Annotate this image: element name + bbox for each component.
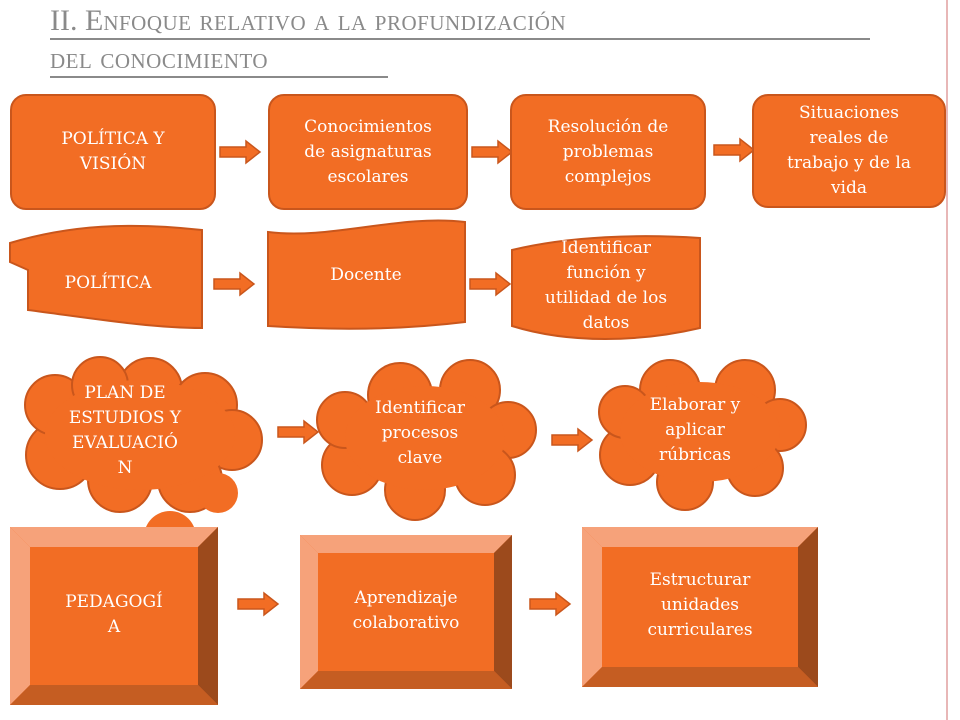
doc-shape-identificar bbox=[511, 235, 701, 340]
title-line-1: II. Enfoque relativo a la profundización bbox=[50, 2, 930, 40]
label-identificar-clip: Identificar función y utilidad de los da… bbox=[512, 240, 700, 338]
cloud-plan-estudios bbox=[24, 356, 263, 513]
label-estructurar: Estructurar unidades curriculares bbox=[647, 569, 753, 640]
label-pedagogia: PEDAGOGÍ A bbox=[65, 592, 163, 637]
bevel-estructurar bbox=[582, 527, 818, 687]
label-politica: POLÍTICA bbox=[64, 272, 152, 293]
bevel-pedagogia bbox=[10, 527, 218, 705]
arrow-row1-1 bbox=[219, 140, 261, 164]
label-elaborar-rubricas: Elaborar y aplicar rúbricas bbox=[649, 394, 741, 465]
cloud-identificar-procesos bbox=[316, 359, 537, 521]
cloud-elaborar-rubricas bbox=[598, 359, 807, 511]
cloud-bubble-large bbox=[198, 473, 238, 513]
box-situaciones: Situaciones reales de trabajo y de la vi… bbox=[752, 94, 946, 208]
slide-right-border bbox=[946, 0, 948, 720]
box-politica-vision: POLÍTICA Y VISIÓN bbox=[10, 94, 216, 210]
label-identificar-datos: Identificar función y utilidad de los da… bbox=[544, 240, 668, 333]
label-aprendizaje: Aprendizaje colaborativo bbox=[352, 588, 460, 633]
arrow-row1-2 bbox=[471, 140, 513, 164]
box-conocimientos: Conocimientos de asignaturas escolares bbox=[268, 94, 468, 210]
arrow-row1-3 bbox=[713, 138, 755, 162]
title-line-1-rest: nfoque relativo a la profundización bbox=[103, 4, 567, 37]
box-resolucion: Resolución de problemas complejos bbox=[510, 94, 706, 210]
arrow-row4-2 bbox=[529, 592, 571, 616]
arrow-row2-1 bbox=[213, 272, 255, 296]
arrow-row2-2 bbox=[469, 272, 511, 296]
arrow-row3-2 bbox=[551, 428, 593, 452]
label-identificar-procesos: Identificar procesos clave bbox=[375, 397, 465, 468]
label-plan-estudios: PLAN DE ESTUDIOS Y EVALUACIÓ N bbox=[68, 383, 182, 478]
bevel-aprendizaje bbox=[300, 535, 512, 689]
title-line-2: del conocimiento bbox=[50, 42, 269, 75]
doc-shape-politica bbox=[9, 224, 203, 330]
title-underline-2 bbox=[50, 76, 388, 78]
label-docente: Docente bbox=[330, 264, 402, 285]
slide-title: II. Enfoque relativo a la profundización… bbox=[50, 2, 930, 78]
doc-shape-docente bbox=[267, 219, 466, 330]
arrow-row3-1 bbox=[277, 420, 319, 444]
arrow-row4-1 bbox=[237, 592, 279, 616]
title-prefix: II. E bbox=[50, 4, 104, 37]
title-underline-1 bbox=[50, 38, 870, 40]
